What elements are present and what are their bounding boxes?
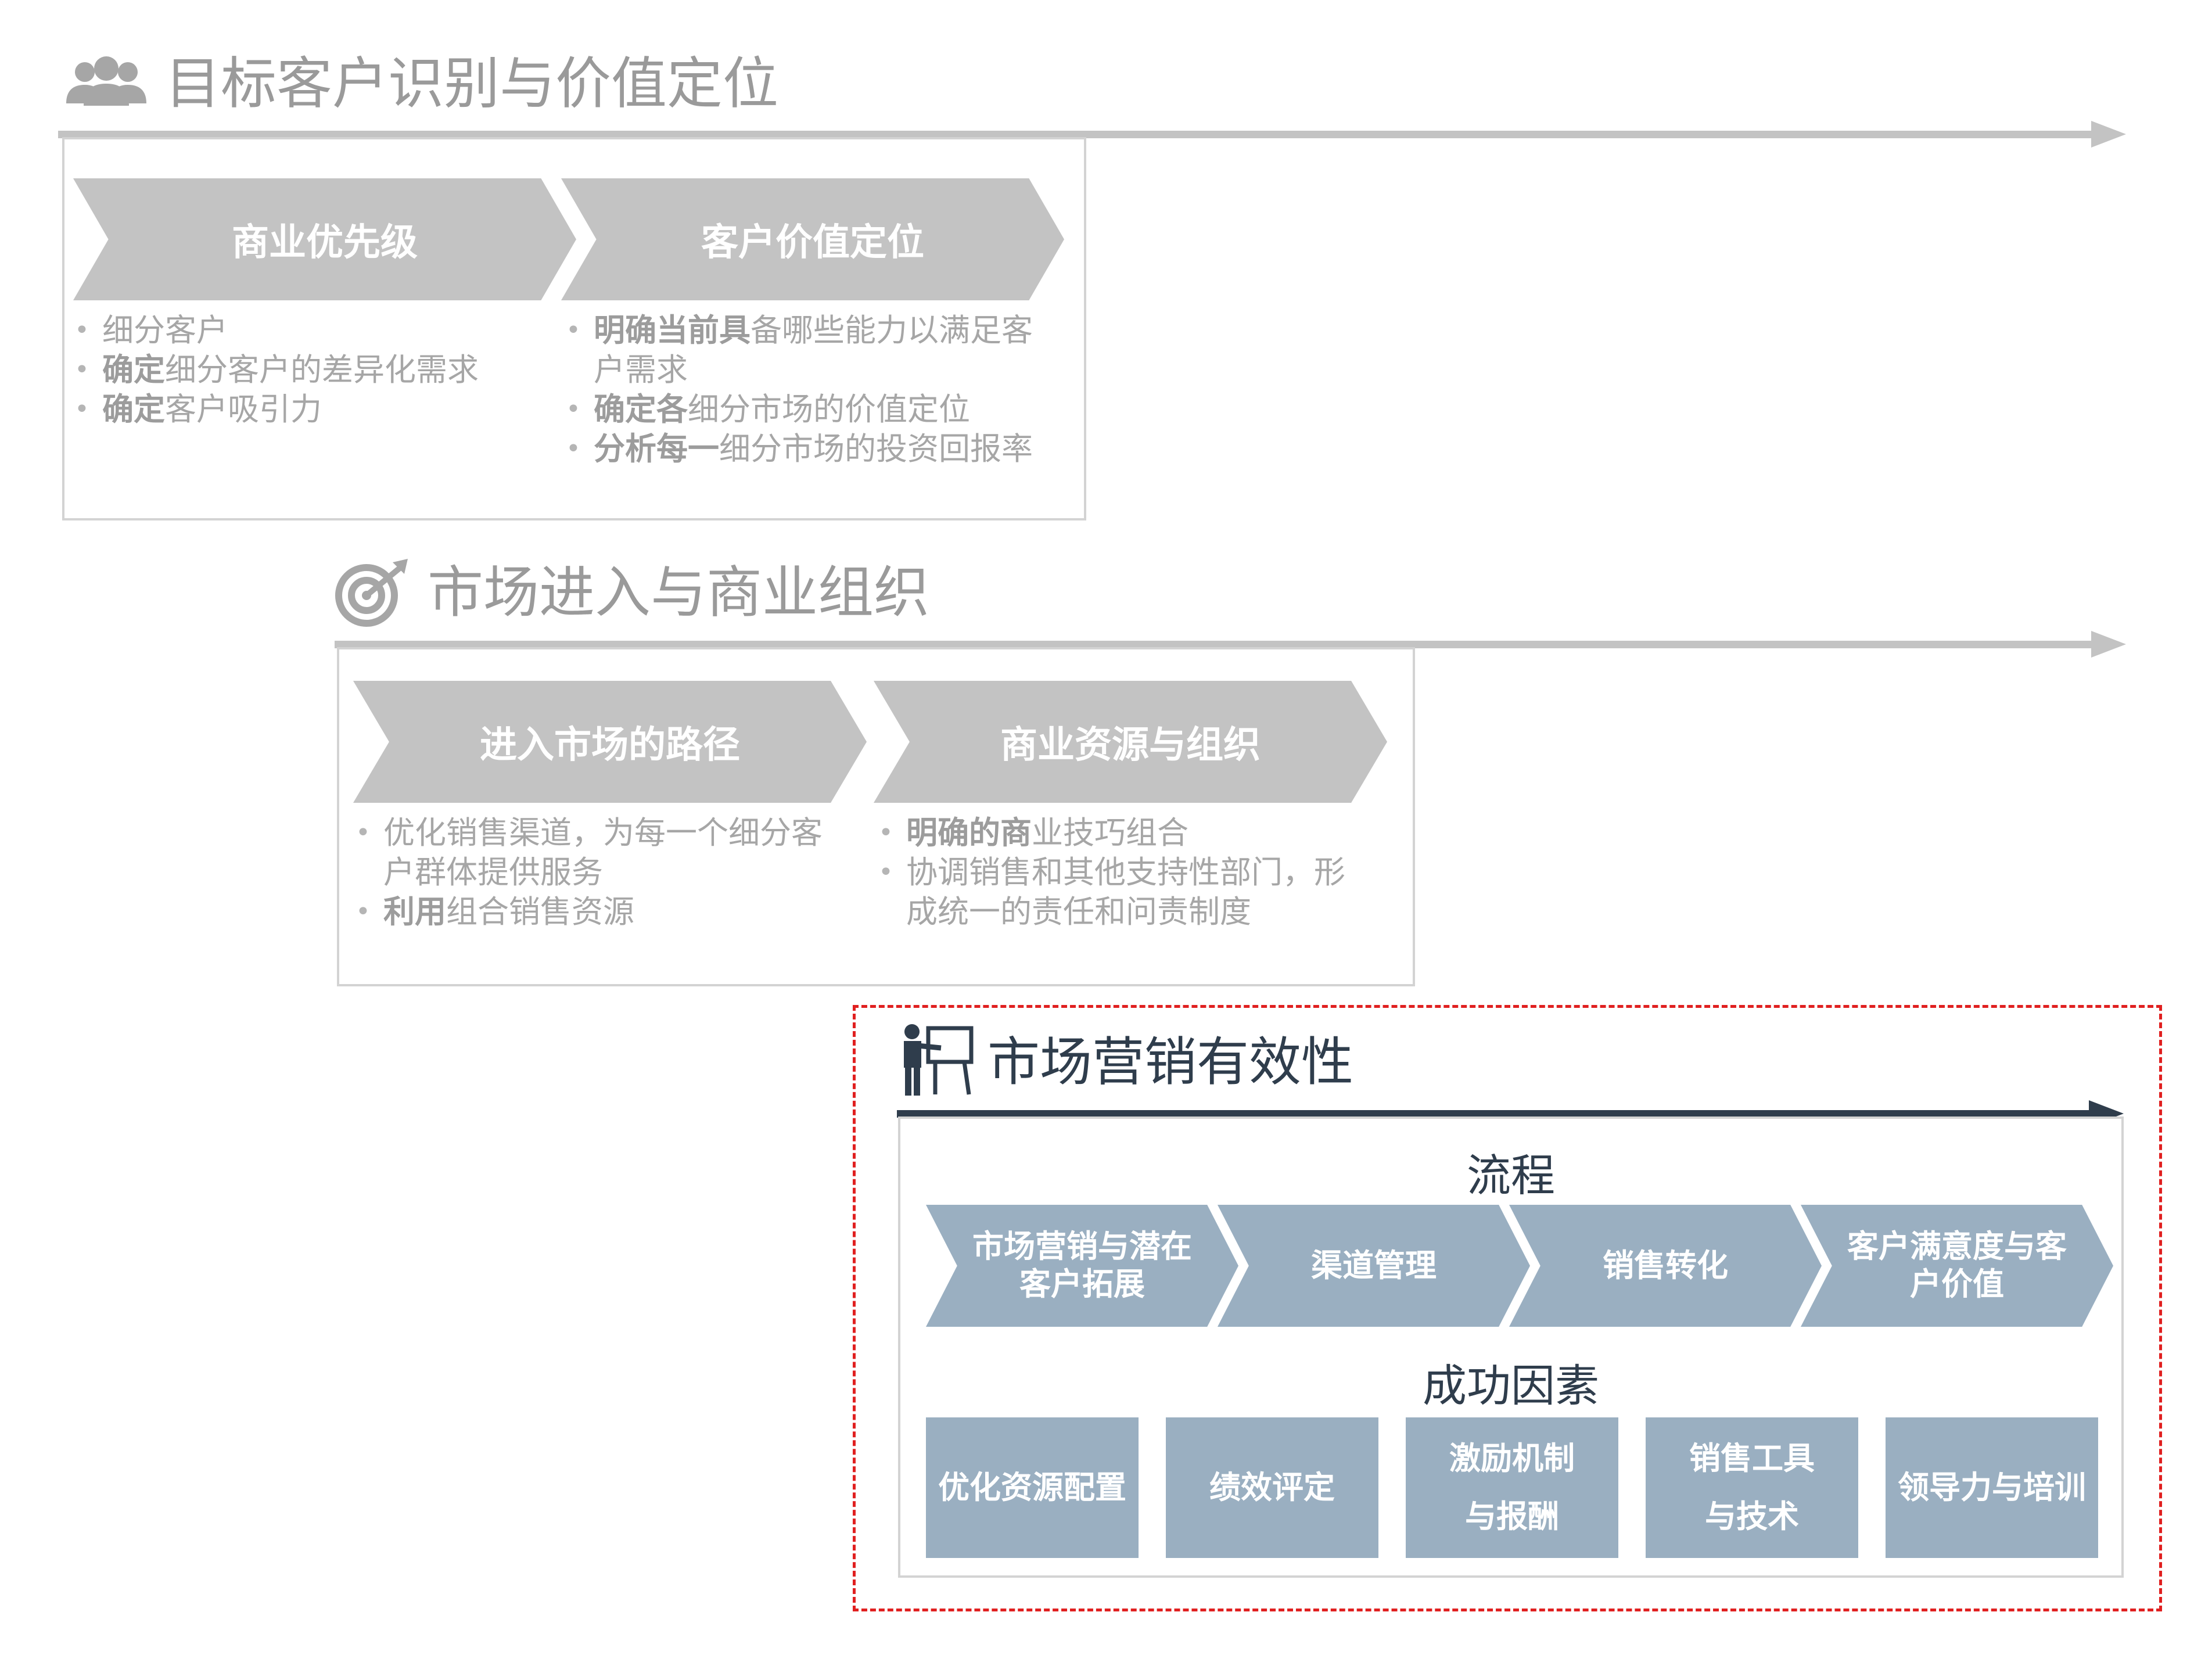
- section1-arrow: [58, 121, 2126, 148]
- list-item: 利用组合销售资源: [351, 892, 827, 932]
- chevron-market-path: 进入市场的路径: [353, 681, 867, 803]
- chevron-marketing-prospecting: 市场营销与潜在客户拓展: [926, 1205, 1238, 1327]
- list-item: 协调销售和其他支持性部门，形成统一的责任和问责制度: [874, 853, 1373, 932]
- target-icon: [335, 559, 408, 627]
- presenter-icon: [904, 1024, 974, 1096]
- factors-title: 成功因素: [1423, 1360, 1599, 1412]
- factor-performance: 绩效评定: [1166, 1417, 1378, 1558]
- list-item: 确定客户吸引力: [70, 390, 534, 429]
- factor-incentives: 激励机制与报酬: [1406, 1417, 1618, 1558]
- section2-title: 市场进入与商业组织: [428, 560, 929, 625]
- factor-resource-allocation: 优化资源配置: [926, 1417, 1139, 1558]
- list-item: 细分客户: [70, 311, 534, 350]
- chevron-business-resources: 商业资源与组织: [874, 681, 1387, 803]
- highlight-dashed-frame: [853, 1005, 2162, 1611]
- list-item: 确定细分客户的差异化需求: [70, 350, 534, 390]
- chevron-customer-satisfaction: 客户满意度与客户价值: [1801, 1205, 2113, 1327]
- section3-title: 市场营销有效性: [988, 1032, 1353, 1093]
- section1-title: 目标客户识别与价值定位: [165, 51, 778, 116]
- chevron-channel-management: 渠道管理: [1218, 1205, 1530, 1327]
- chevron-business-priority: 商业优先级: [73, 178, 576, 300]
- section1-col1-list: 细分客户 确定细分客户的差异化需求 确定客户吸引力: [70, 311, 534, 429]
- list-item: 分析每一细分市场的投资回报率: [561, 429, 1061, 469]
- process-title: 流程: [1467, 1150, 1555, 1201]
- chevron-customer-value: 客户价值定位: [561, 178, 1064, 300]
- list-item: 确定各细分市场的价值定位: [561, 390, 1061, 429]
- list-item: 明确当前具备哪些能力以满足客户需求: [561, 311, 1061, 390]
- list-item: 明确的商业技巧组合: [874, 813, 1373, 853]
- factor-sales-tools: 销售工具与技术: [1646, 1417, 1858, 1558]
- section1-col2-list: 明确当前具备哪些能力以满足客户需求 确定各细分市场的价值定位 分析每一细分市场的…: [561, 311, 1061, 469]
- section2-col1-list: 优化销售渠道，为每一个细分客户群体提供服务 利用组合销售资源: [351, 813, 827, 932]
- section2-arrow: [335, 631, 2126, 658]
- chevron-sales-conversion: 销售转化: [1509, 1205, 1822, 1327]
- section2-col2-list: 明确的商业技巧组合 协调销售和其他支持性部门，形成统一的责任和问责制度: [874, 813, 1373, 932]
- people-icon: [66, 56, 146, 106]
- factor-leadership: 领导力与培训: [1886, 1417, 2098, 1558]
- list-item: 优化销售渠道，为每一个细分客户群体提供服务: [351, 813, 827, 892]
